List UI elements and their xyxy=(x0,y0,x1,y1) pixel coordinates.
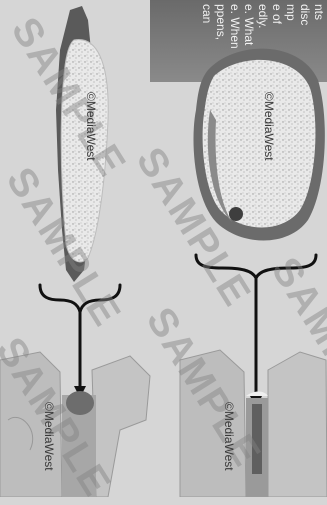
credit-label: ©MediaWest xyxy=(84,92,98,161)
credit-label: ©MediaWest xyxy=(262,92,276,161)
credit-label: ©MediaWest xyxy=(222,402,236,471)
credit-label: ©MediaWest xyxy=(42,402,56,471)
disc-top-view xyxy=(193,49,324,241)
